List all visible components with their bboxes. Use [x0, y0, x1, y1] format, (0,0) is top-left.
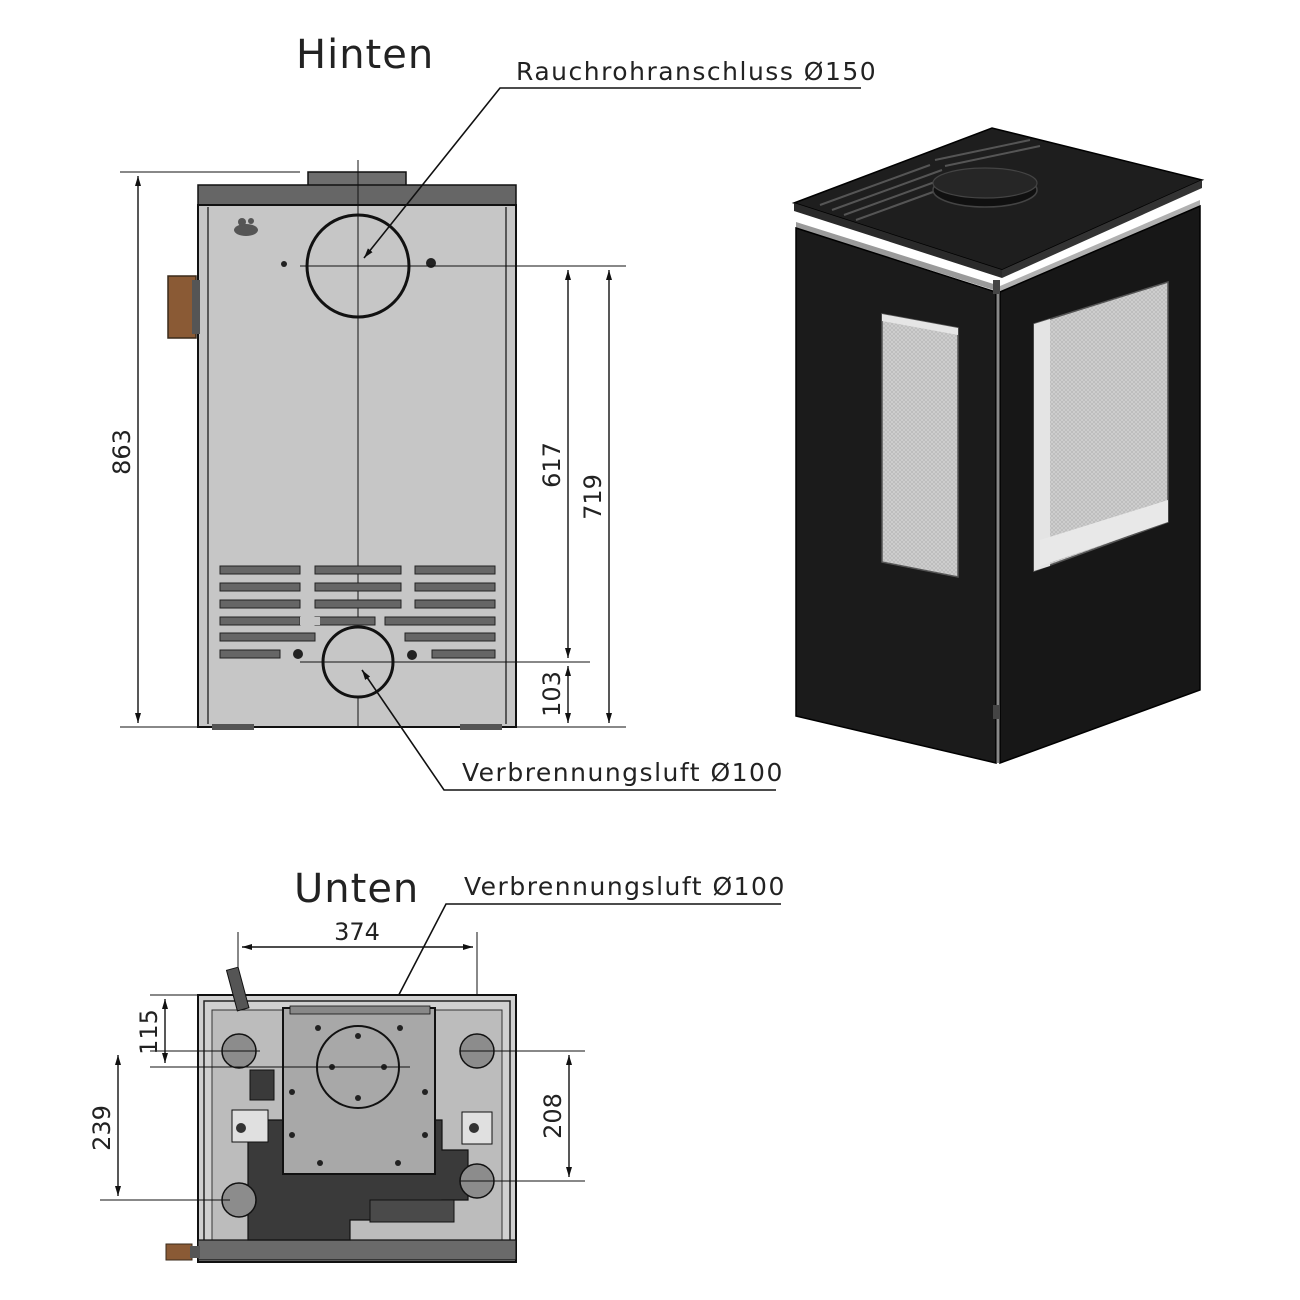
dim-front-offset: 115 [135, 1009, 163, 1055]
bottom-air-label: Verbrennungsluft Ø100 [464, 872, 786, 901]
dim-foot-span-left: 239 [88, 1105, 116, 1151]
dim-width: 374 [334, 918, 380, 946]
flue-stub [307, 171, 407, 187]
dim-foot-span-right: 208 [539, 1093, 567, 1139]
perspective-view [791, 127, 1205, 765]
air-label: Verbrennungsluft Ø100 [462, 758, 784, 787]
brand-logo [234, 218, 258, 236]
vent-slots [219, 565, 496, 659]
rear-view-title: Hinten [296, 32, 434, 78]
bottom-view-title: Unten [294, 866, 419, 912]
dim-height-total: 863 [108, 429, 136, 475]
top-plate [197, 184, 517, 208]
flue-collar-3d [932, 167, 1038, 199]
bottom-view: Unten Verbrennungsluft Ø100 374 [88, 866, 786, 1263]
rear-view: Hinten [108, 32, 877, 791]
wood-handle [167, 275, 197, 339]
air-leader [361, 669, 776, 791]
left-window-3d [881, 313, 959, 578]
dim-air-height: 103 [538, 671, 566, 717]
dim-flue-height: 719 [579, 474, 607, 520]
dim-vent-height: 617 [538, 442, 566, 488]
flue-label: Rauchrohranschluss Ø150 [516, 57, 877, 86]
flue-leader [363, 87, 861, 259]
